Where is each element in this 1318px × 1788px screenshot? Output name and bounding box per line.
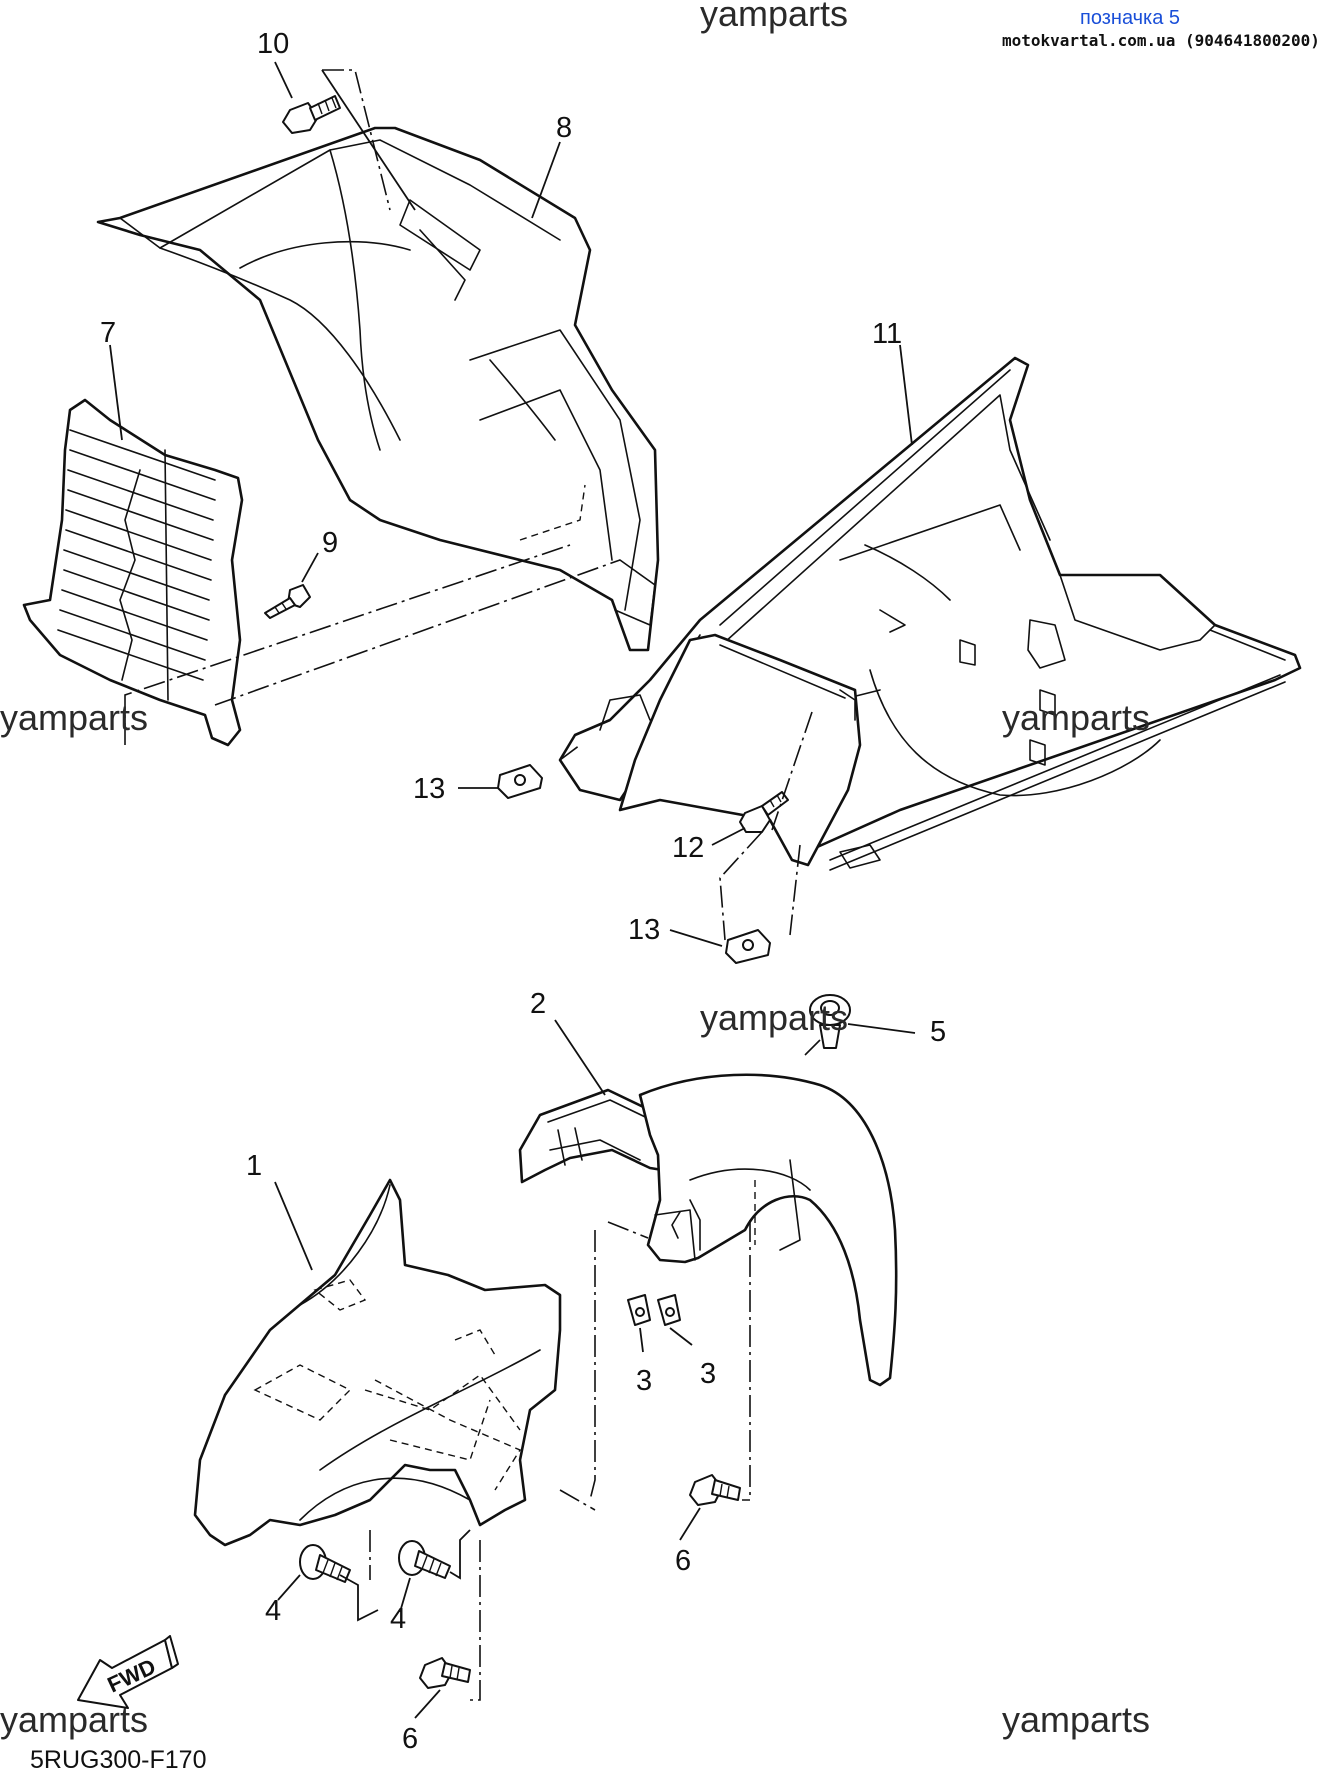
watermark-right: yamparts [1002, 697, 1150, 738]
nut-13-upper [497, 764, 543, 799]
callout-5: 5 [930, 1016, 946, 1048]
callouts: 1 2 3 3 4 4 5 6 6 7 8 9 10 11 12 13 13 [100, 28, 946, 1755]
part-fender-inner [638, 1073, 898, 1387]
screw-9 [264, 584, 311, 619]
callout-2: 2 [530, 988, 546, 1020]
bolt-4-right [398, 1540, 451, 1579]
part-11-inner-panel [618, 633, 862, 867]
callout-3b: 3 [700, 1358, 716, 1390]
contact-line: motokvartal.com.ua (904641800200) [1002, 31, 1318, 50]
callout-11: 11 [872, 318, 902, 350]
nut-13-lower [725, 929, 771, 964]
watermark-center: yamparts [700, 997, 848, 1038]
callout-4b: 4 [390, 1603, 406, 1635]
assembly-lines [124, 69, 821, 1701]
callout-1: 1 [246, 1150, 262, 1182]
callout-8: 8 [556, 112, 572, 144]
watermark-top: yamparts [700, 0, 848, 34]
callout-10: 10 [257, 28, 289, 60]
clip-3-left [627, 1294, 651, 1326]
watermark-left: yamparts [0, 697, 148, 738]
callout-6b: 6 [402, 1723, 418, 1755]
callout-3a: 3 [636, 1365, 652, 1397]
part-8-front-cowl [96, 126, 660, 652]
callout-7: 7 [100, 317, 116, 349]
leader-lines [109, 61, 916, 1719]
bolt-6-left [419, 1657, 471, 1689]
bolt-10 [282, 95, 341, 134]
diagram-code: 5RUG300-F170 [30, 1746, 206, 1774]
badge-label: позначка 5 [1080, 7, 1180, 29]
callout-6a: 6 [675, 1545, 691, 1577]
callout-13b: 13 [628, 914, 660, 946]
callout-12: 12 [672, 832, 704, 864]
clip-5 [809, 994, 851, 1049]
callout-4a: 4 [265, 1595, 281, 1627]
part-7-grille [22, 398, 244, 747]
bolt-6-right [689, 1474, 741, 1506]
callout-13a: 13 [413, 773, 445, 805]
part-1-front-fender [193, 1178, 562, 1547]
callout-9: 9 [322, 527, 338, 559]
fwd-arrow-icon: FWD [77, 1635, 179, 1709]
watermark-bottom-right: yamparts [1002, 1699, 1150, 1740]
clip-3-right [657, 1294, 681, 1326]
